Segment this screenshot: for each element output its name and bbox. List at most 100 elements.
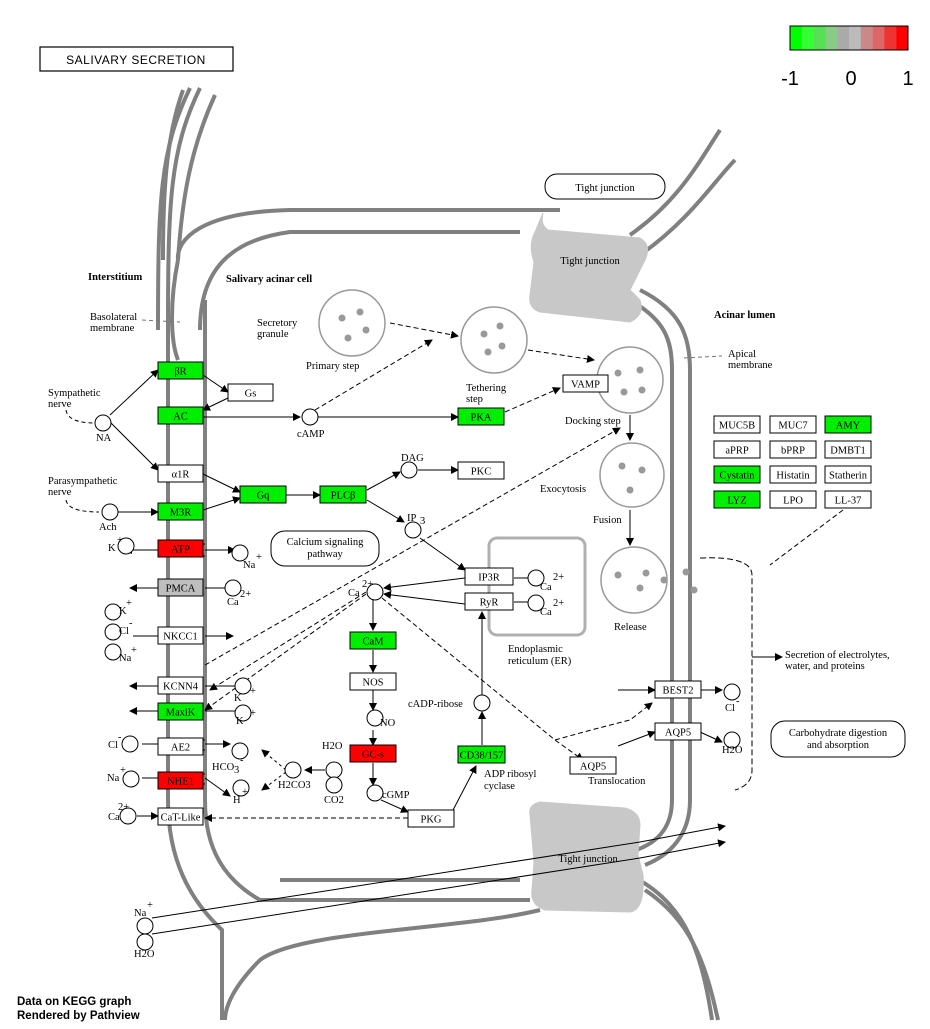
- tight-junction-map-link[interactable]: Tight junction: [544, 173, 666, 200]
- label-adp-ribosyl-2: cyclase: [484, 781, 515, 792]
- compound-node[interactable]: [366, 709, 384, 727]
- gene-gcs[interactable]: GC-s: [349, 744, 397, 763]
- compound-cl-best2-sup: -: [736, 696, 740, 707]
- compound-ca-ryr-sup: 2+: [553, 598, 564, 609]
- compound-node[interactable]: [136, 933, 154, 951]
- compound-node[interactable]: [723, 683, 741, 701]
- gene-catlike[interactable]: CaT-Like: [157, 807, 204, 826]
- gene-atp[interactable]: ATP: [157, 539, 204, 558]
- compound-node[interactable]: [231, 742, 249, 760]
- gene-ryr[interactable]: RyR: [464, 592, 514, 611]
- granule-dot: [338, 314, 346, 322]
- compound-node[interactable]: [366, 784, 384, 802]
- compound-node[interactable]: [231, 544, 249, 562]
- gene-label: LYZ: [727, 496, 746, 507]
- legend-swatch: [872, 26, 885, 50]
- compound-k-kcnn4-sup: +: [250, 686, 256, 697]
- gene-nos[interactable]: NOS: [349, 672, 397, 691]
- gene-ae2[interactable]: AE2: [157, 737, 204, 756]
- gene-muc7[interactable]: MUC7: [769, 415, 817, 434]
- gene-plcb[interactable]: PLCβ: [319, 485, 367, 504]
- apical-label: Apical: [728, 349, 756, 360]
- basolateral-label: Basolateral: [90, 312, 137, 323]
- compound-node[interactable]: [234, 677, 252, 695]
- apical-pointer: [683, 355, 723, 359]
- compound-node[interactable]: [94, 414, 112, 432]
- gene-cd38[interactable]: CD38/157: [457, 745, 506, 764]
- compound-node[interactable]: [122, 770, 140, 788]
- compound-node[interactable]: [104, 643, 122, 661]
- gene-cam[interactable]: CaM: [349, 631, 397, 650]
- compound-node[interactable]: [119, 807, 137, 825]
- gene-nhe1[interactable]: NHE1: [157, 771, 204, 790]
- compound-node[interactable]: [224, 579, 242, 597]
- compound-node[interactable]: [325, 761, 343, 779]
- gene-pka[interactable]: PKA: [457, 407, 505, 426]
- compound-node[interactable]: [121, 735, 139, 753]
- compound-node[interactable]: [366, 583, 384, 601]
- gene-pkg[interactable]: PKG: [407, 809, 455, 828]
- gene-gs[interactable]: Gs: [227, 383, 274, 402]
- gene-label: α1R: [172, 470, 190, 481]
- compound-node[interactable]: [234, 704, 252, 722]
- gene-vamp[interactable]: VAMP: [562, 374, 609, 393]
- basolateral-pointer: [141, 319, 181, 323]
- gene-kcnn4[interactable]: KCNN4: [157, 676, 204, 695]
- compound-h2o-aqp5: H2O: [722, 745, 743, 756]
- gene-aqp5a[interactable]: AQP5: [654, 722, 702, 741]
- gene-muc5b[interactable]: MUC5B: [713, 415, 761, 434]
- compound-na-nkcc: Na: [119, 653, 132, 664]
- gene-lyz[interactable]: LYZ: [713, 490, 761, 509]
- gene-bprp[interactable]: bPRP: [769, 440, 817, 459]
- granule-dot: [362, 326, 370, 334]
- label-secretory-granule: Secretory: [257, 318, 298, 329]
- gene-histatin[interactable]: Histatin: [769, 465, 817, 484]
- gene-ac[interactable]: AC: [157, 406, 204, 425]
- gene-pkc[interactable]: PKC: [457, 461, 505, 480]
- gene-gq[interactable]: Gq: [239, 485, 287, 504]
- compound-node[interactable]: [400, 461, 418, 479]
- gene-statherin[interactable]: Statherin: [824, 465, 872, 484]
- compound-node[interactable]: [104, 623, 122, 641]
- gene-label: bPRP: [781, 446, 805, 457]
- compound-node[interactable]: [301, 408, 319, 426]
- gene-best2[interactable]: BEST2: [654, 680, 702, 699]
- gene-lpo[interactable]: LPO: [769, 490, 817, 509]
- compound-node[interactable]: [473, 694, 491, 712]
- compound-node[interactable]: [117, 537, 135, 555]
- compound-node[interactable]: [723, 731, 741, 749]
- gene-ip3r[interactable]: IP3R: [464, 567, 514, 586]
- gene-ll37[interactable]: LL-37: [824, 490, 872, 509]
- gene-label: PKG: [420, 815, 441, 826]
- gene-label: AC: [173, 412, 188, 423]
- gene-aqp5b[interactable]: AQP5: [569, 756, 617, 775]
- compound-node[interactable]: [325, 776, 343, 794]
- gene-cystatin[interactable]: Cystatin: [713, 465, 761, 484]
- gene-pmca[interactable]: PMCA: [157, 578, 204, 597]
- gene-a1r[interactable]: α1R: [157, 464, 204, 483]
- gene-nkcc1[interactable]: NKCC1: [157, 626, 204, 645]
- compound-h: H: [233, 795, 241, 806]
- gene-br[interactable]: βR: [157, 361, 204, 380]
- carbohydrate-digestion-map-link[interactable]: Carbohydrate digestion and absorption: [770, 720, 906, 758]
- compound-node[interactable]: [232, 779, 250, 797]
- compound-node[interactable]: [527, 569, 545, 587]
- compound-na-atp: Na: [243, 560, 256, 571]
- gene-aprp[interactable]: aPRP: [713, 440, 761, 459]
- compound-node[interactable]: [101, 503, 119, 521]
- gene-label: AE2: [171, 743, 190, 754]
- gene-dmbt1[interactable]: DMBT1: [824, 440, 872, 459]
- gene-m3r[interactable]: M3R: [157, 502, 204, 521]
- compound-node[interactable]: [136, 917, 154, 935]
- gene-label: M3R: [170, 508, 192, 519]
- calcium-signaling-map-link[interactable]: Calcium signaling pathway: [270, 530, 380, 567]
- compound-node[interactable]: [284, 761, 302, 779]
- compound-node[interactable]: [104, 603, 122, 621]
- compound-node[interactable]: [404, 521, 422, 539]
- compound-ip3: IP: [407, 513, 416, 524]
- gene-maxik[interactable]: MaxiK: [157, 702, 204, 721]
- compound-node[interactable]: [527, 594, 545, 612]
- gene-label: CD38/157: [460, 751, 504, 762]
- gene-amy[interactable]: AMY: [824, 415, 872, 434]
